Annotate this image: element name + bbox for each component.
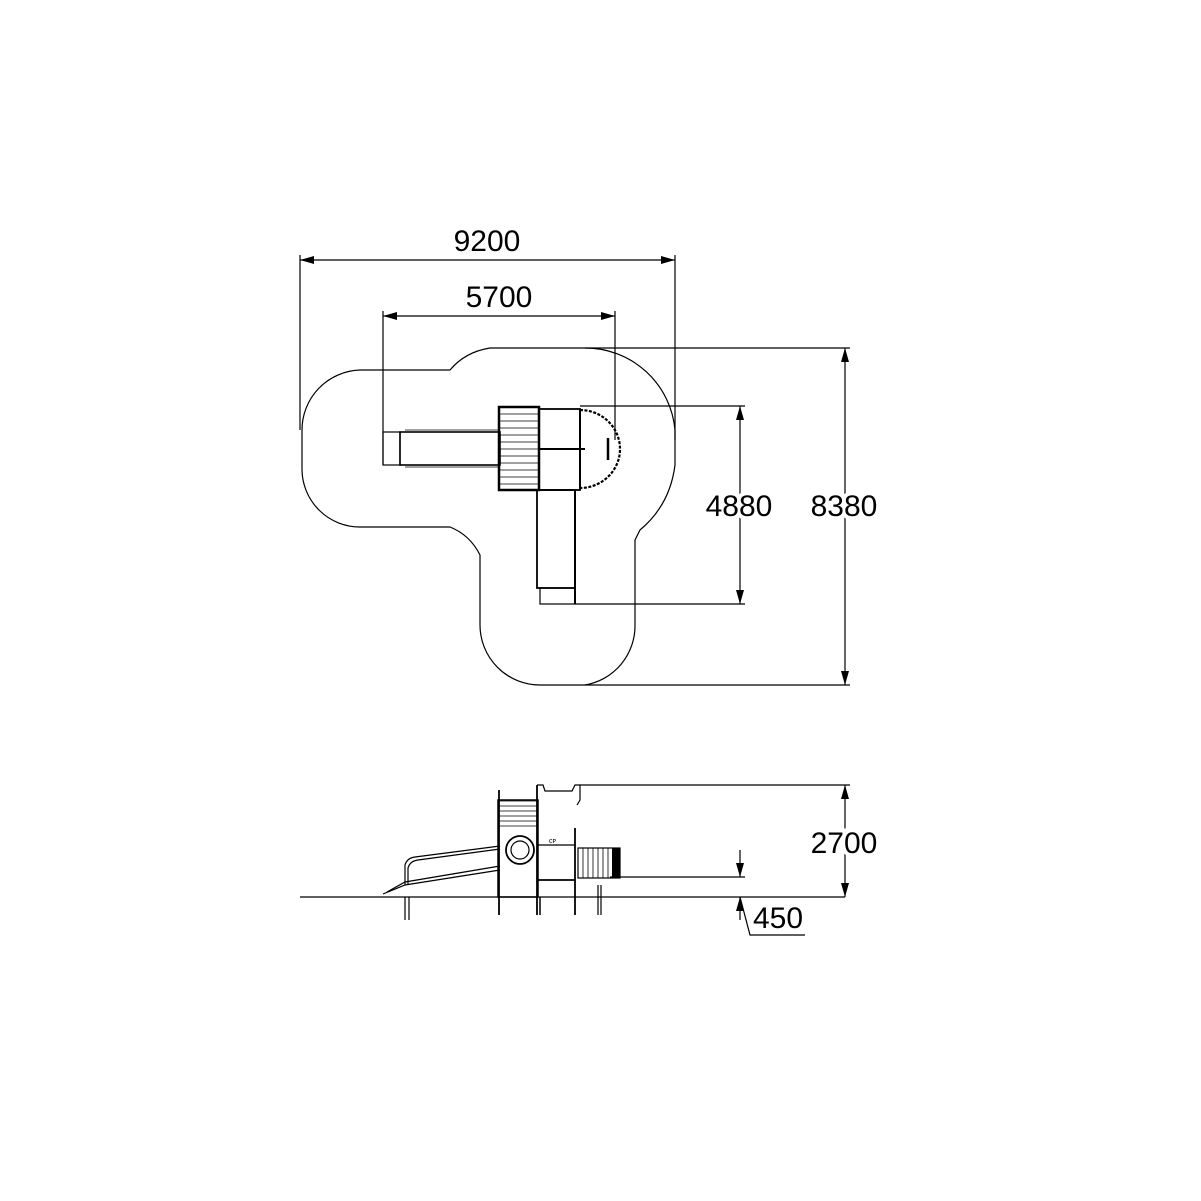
climbing-deck bbox=[497, 405, 541, 492]
platform bbox=[538, 408, 622, 491]
dimension-overall-depth: 8380 bbox=[585, 347, 881, 686]
elevation-tower: ᴄᴘ bbox=[497, 784, 581, 915]
dimension-overall-height: 2700 bbox=[580, 784, 881, 897]
left-slide bbox=[382, 429, 501, 468]
dimension-equipment-width: 5700 bbox=[382, 281, 616, 465]
plan-view: 9200 5700 4880 8380 bbox=[299, 225, 881, 686]
dimension-label: 5700 bbox=[466, 281, 533, 314]
elevation-tunnel bbox=[577, 847, 621, 915]
bottom-slide bbox=[536, 489, 576, 605]
dimension-label: 4880 bbox=[706, 490, 773, 523]
dimension-overall-width: 9200 bbox=[299, 225, 676, 440]
dimension-label: 9200 bbox=[454, 225, 521, 258]
dimension-platform-height: 450 bbox=[610, 850, 805, 936]
dimension-label: 450 bbox=[753, 902, 803, 935]
logo-mark: ᴄᴘ bbox=[549, 838, 557, 845]
elevation-slide bbox=[382, 845, 501, 920]
dimension-equipment-depth: 4880 bbox=[575, 405, 776, 605]
elevation-view: ᴄᴘ 2700 450 bbox=[300, 784, 881, 936]
dimension-label: 2700 bbox=[811, 827, 878, 860]
safety-zone-outline bbox=[301, 347, 676, 686]
dimension-label: 8380 bbox=[811, 490, 878, 523]
